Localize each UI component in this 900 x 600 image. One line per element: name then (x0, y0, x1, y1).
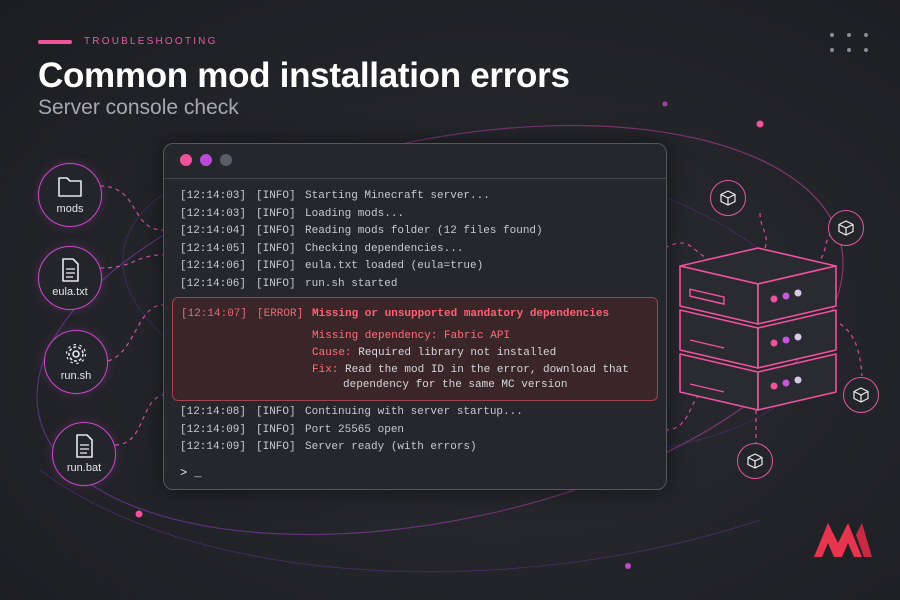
error-level: [ERROR] (257, 308, 304, 320)
console-window: [12:14:03][INFO]Starting Minecraft serve… (163, 143, 667, 490)
error-fix: Fix: Read the mod ID in the error, downl… (312, 364, 629, 376)
gear-icon (65, 343, 87, 365)
log-line: [12:14:06][INFO]run.sh started (180, 277, 398, 290)
file-node-label: eula.txt (52, 286, 88, 298)
log-line: [12:14:09][INFO]Server ready (with error… (180, 441, 477, 453)
brand-logo (814, 523, 872, 557)
error-block: [12:14:07] [ERROR] Missing or unsupporte… (172, 297, 658, 401)
log-line: [12:14:05][INFO]Checking dependencies... (180, 242, 464, 255)
log-line: [12:14:09][INFO]Port 25565 open (180, 423, 405, 436)
page-title: Common mod installation errors (38, 56, 570, 95)
package-cube-icon (843, 377, 879, 413)
package-cube-icon (737, 443, 773, 479)
server-stack-illustration (676, 244, 840, 414)
error-detail: Missing dependency: Fabric API (312, 330, 511, 342)
dot-grid-decoration (830, 33, 868, 53)
log-line: [12:14:03][INFO]Loading mods... (180, 207, 405, 220)
error-fix-continued: dependency for the same MC version (343, 379, 568, 391)
file-node-label: run.bat (66, 462, 102, 474)
log-line: [12:14:04][INFO]Reading mods folder (12 … (180, 225, 543, 237)
file-node-run-bat: run.bat (52, 422, 116, 486)
console-prompt[interactable]: > _ (180, 466, 202, 480)
log-line: [12:14:08][INFO]Continuing with server s… (180, 406, 523, 418)
window-light-purple[interactable] (200, 154, 212, 166)
file-node-label: mods (56, 203, 84, 215)
log-line: [12:14:03][INFO]Starting Minecraft serve… (180, 190, 490, 202)
document-icon (76, 434, 93, 458)
package-cube-icon (710, 180, 746, 216)
console-log-lines-after: [12:14:08][INFO]Continuing with server s… (180, 406, 650, 459)
error-timestamp: [12:14:07] (181, 308, 248, 320)
document-icon (62, 258, 79, 282)
eyebrow-accent-bar (38, 40, 72, 44)
file-node-eula: eula.txt (38, 246, 102, 310)
page-subtitle: Server console check (38, 96, 239, 119)
window-light-pink[interactable] (180, 154, 192, 166)
file-node-run-sh: run.sh (44, 330, 108, 394)
error-cause: Cause: Required library not installed (312, 347, 557, 359)
folder-icon (58, 177, 82, 197)
window-light-gray[interactable] (220, 154, 232, 166)
console-titlebar (164, 144, 666, 179)
file-node-label: run.sh (60, 370, 92, 382)
eyebrow-label: TROUBLESHOOTING (84, 36, 218, 47)
file-node-mods: mods (38, 163, 102, 227)
error-message: Missing or unsupported mandatory depende… (312, 308, 610, 320)
log-line: [12:14:06][INFO]eula.txt loaded (eula=tr… (180, 260, 484, 272)
console-log-lines: [12:14:03][INFO]Starting Minecraft serve… (180, 190, 650, 295)
package-cube-icon (828, 210, 864, 246)
